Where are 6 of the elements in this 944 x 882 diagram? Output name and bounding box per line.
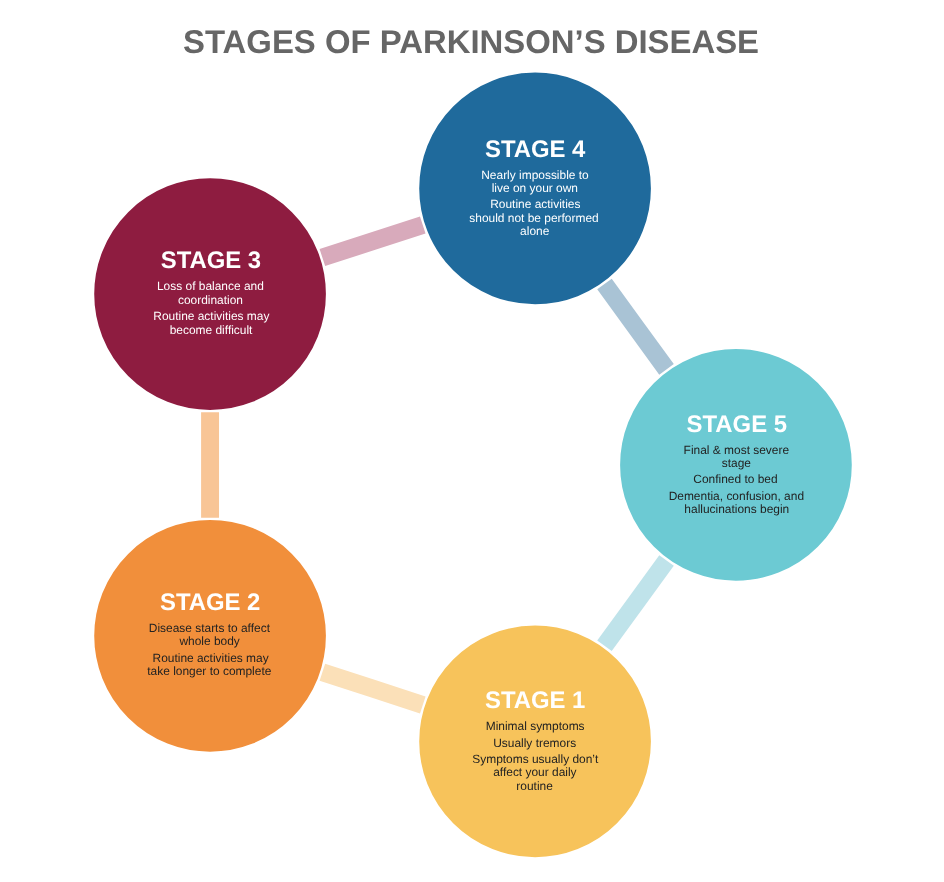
connector [318, 663, 425, 714]
connector [596, 555, 673, 652]
connector [200, 412, 219, 518]
connector [318, 216, 425, 267]
connector [596, 278, 673, 375]
diagram-title: STAGES OF PARKINSON’S DISEASE [182, 25, 759, 62]
